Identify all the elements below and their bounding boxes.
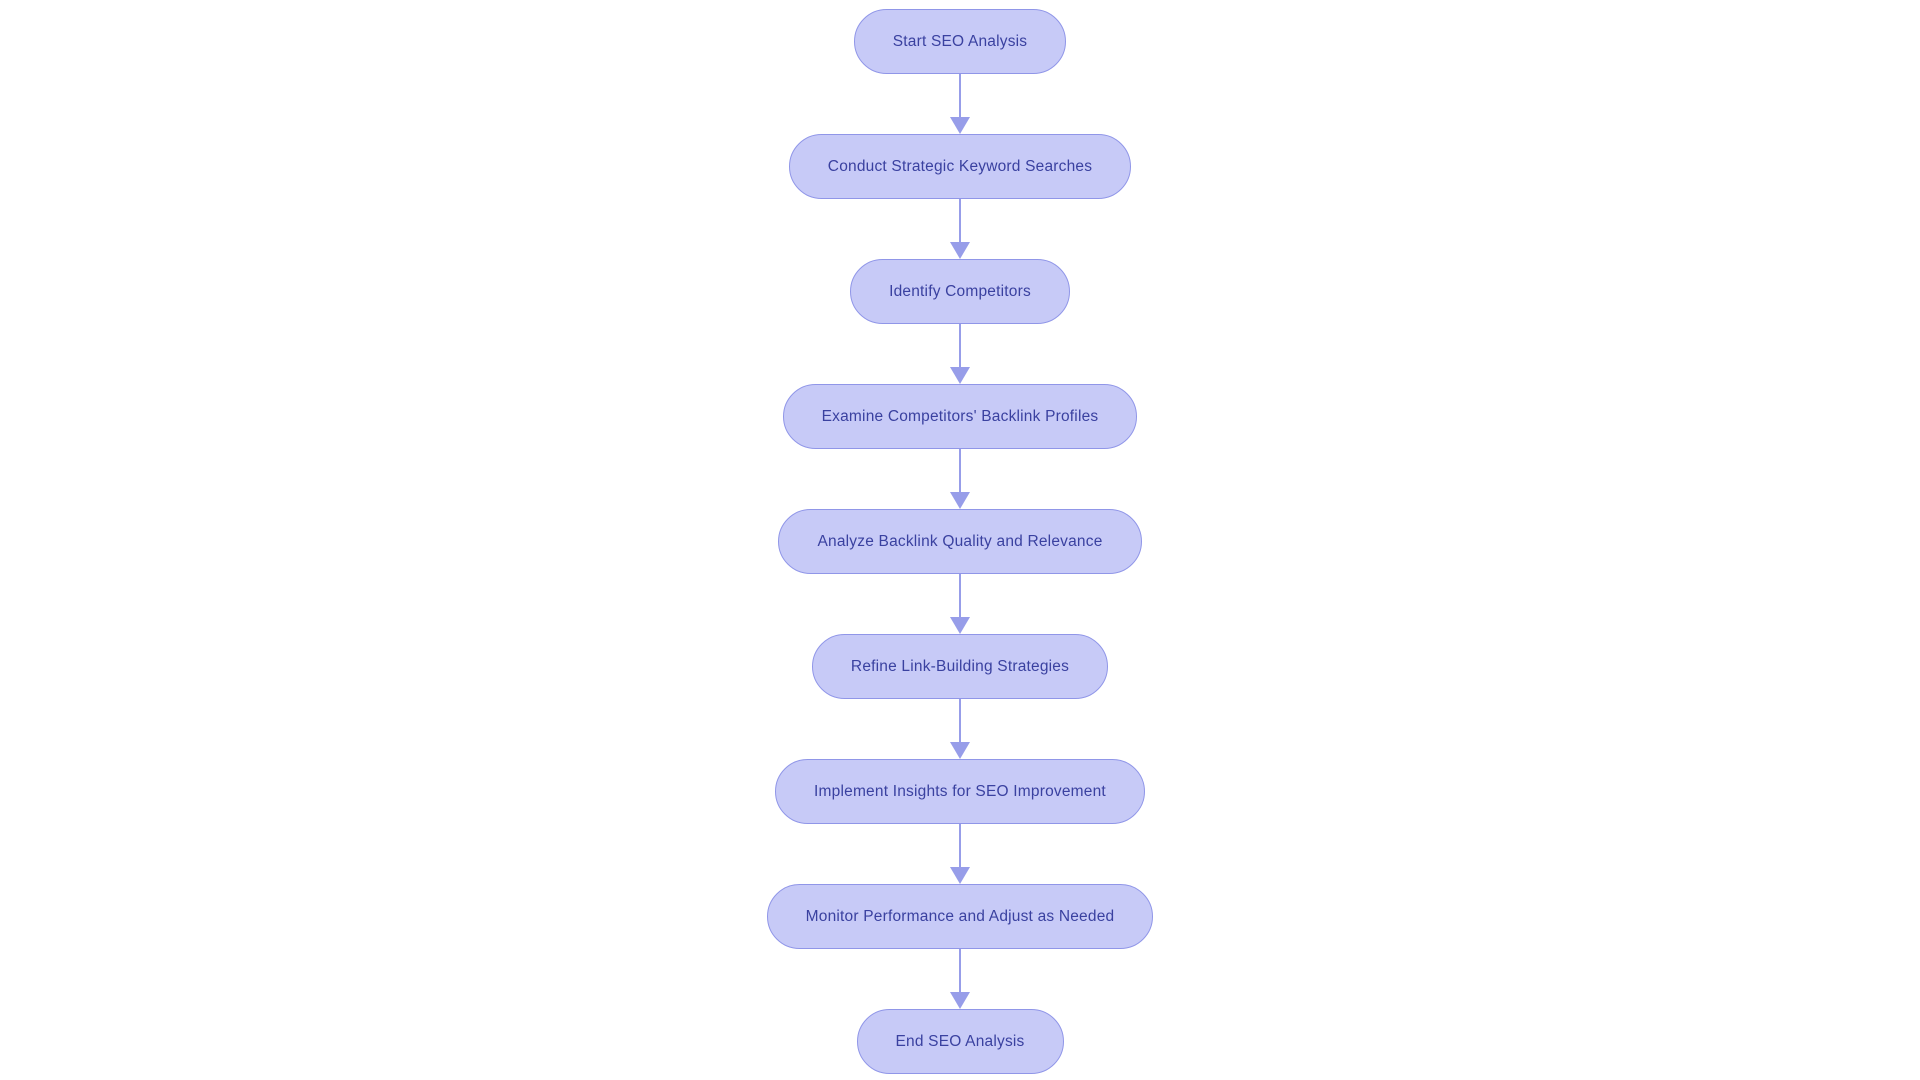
edge-start-to-keywords [950,74,970,134]
node-label: Identify Competitors [889,282,1031,300]
edge-monitor-to-end [950,949,970,1009]
edge-implement-to-monitor [950,824,970,884]
arrow-shaft [959,574,961,617]
arrow-shaft [959,74,961,117]
node-implement-insights: Implement Insights for SEO Improvement [775,759,1145,824]
node-label: Monitor Performance and Adjust as Needed [805,907,1115,925]
arrow-shaft [959,199,961,242]
node-label: Conduct Strategic Keyword Searches [827,157,1093,175]
edge-refine-to-implement [950,699,970,759]
arrowhead-down-icon [950,617,970,634]
node-label: Refine Link-Building Strategies [850,657,1070,675]
node-label: End SEO Analysis [895,1032,1025,1050]
arrow-shaft [959,449,961,492]
edge-examine-to-analyze [950,449,970,509]
edge-keywords-to-identify [950,199,970,259]
arrow-shaft [959,324,961,367]
node-end-seo-analysis: End SEO Analysis [856,1009,1064,1074]
node-label: Start SEO Analysis [892,32,1028,50]
edge-identify-to-examine [950,324,970,384]
node-label: Analyze Backlink Quality and Relevance [817,532,1103,550]
arrowhead-down-icon [950,867,970,884]
node-label: Examine Competitors' Backlink Profiles [821,407,1099,425]
node-monitor-performance: Monitor Performance and Adjust as Needed [766,884,1154,949]
node-start-seo-analysis: Start SEO Analysis [853,9,1067,74]
node-refine-link-building: Refine Link-Building Strategies [811,634,1109,699]
node-identify-competitors: Identify Competitors [850,259,1070,324]
arrow-shaft [959,949,961,992]
arrow-shaft [959,699,961,742]
node-label: Implement Insights for SEO Improvement [814,782,1106,800]
arrowhead-down-icon [950,117,970,134]
arrowhead-down-icon [950,992,970,1009]
arrowhead-down-icon [950,367,970,384]
arrow-shaft [959,824,961,867]
node-analyze-backlink-quality: Analyze Backlink Quality and Relevance [778,509,1142,574]
node-examine-backlink-profiles: Examine Competitors' Backlink Profiles [782,384,1138,449]
arrowhead-down-icon [950,742,970,759]
arrowhead-down-icon [950,242,970,259]
edge-analyze-to-refine [950,574,970,634]
node-conduct-keyword-searches: Conduct Strategic Keyword Searches [788,134,1132,199]
arrowhead-down-icon [950,492,970,509]
